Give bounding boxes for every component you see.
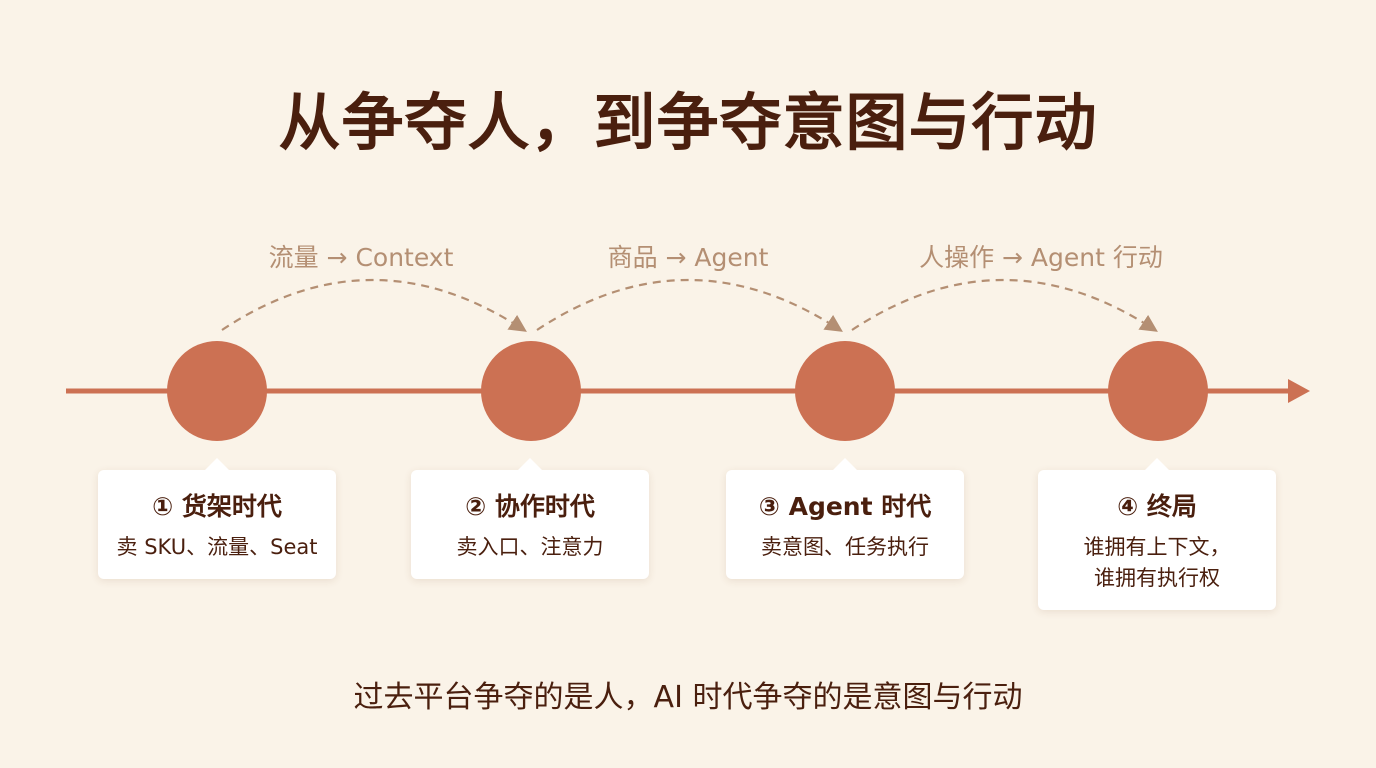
stage-node-4 bbox=[1108, 341, 1208, 441]
stage-card-2: ② 协作时代 卖入口、注意力 bbox=[411, 458, 649, 579]
transition-label-3: 人操作 → Agent 行动 bbox=[919, 243, 1163, 272]
stage-title: ④ 终局 bbox=[1117, 492, 1197, 521]
stage-title: ② 协作时代 bbox=[465, 492, 595, 521]
page-title: 从争夺人，到争夺意图与行动 bbox=[278, 86, 1098, 159]
stage-card-1: ① 货架时代 卖 SKU、流量、Seat bbox=[98, 458, 336, 579]
stage-node-3 bbox=[795, 341, 895, 441]
transition-label-1: 流量 → Context bbox=[268, 243, 454, 272]
summary-caption: 过去平台争夺的是人，AI 时代争夺的是意图与行动 bbox=[353, 680, 1023, 715]
transition-label-2: 商品 → Agent bbox=[607, 243, 769, 272]
stage-card-4: ④ 终局 谁拥有上下文， 谁拥有执行权 bbox=[1038, 458, 1276, 610]
transition-arc-1 bbox=[221, 279, 527, 332]
transition-arc-3 bbox=[851, 279, 1158, 332]
stage-desc: 卖意图、任务执行 bbox=[761, 535, 929, 559]
stage-desc: 卖入口、注意力 bbox=[456, 535, 604, 559]
stage-title: ① 货架时代 bbox=[152, 492, 282, 521]
stage-title: ③ Agent 时代 bbox=[758, 492, 932, 521]
stage-node-2 bbox=[481, 341, 581, 441]
stage-card-3: ③ Agent 时代 卖意图、任务执行 bbox=[726, 458, 964, 579]
stage-desc: 卖 SKU、流量、Seat bbox=[116, 535, 318, 559]
stage-node-1 bbox=[167, 341, 267, 441]
stage-desc: 谁拥有上下文， 谁拥有执行权 bbox=[1083, 535, 1231, 590]
timeline-arrowhead bbox=[1288, 379, 1310, 403]
transition-arc-2 bbox=[536, 279, 843, 332]
